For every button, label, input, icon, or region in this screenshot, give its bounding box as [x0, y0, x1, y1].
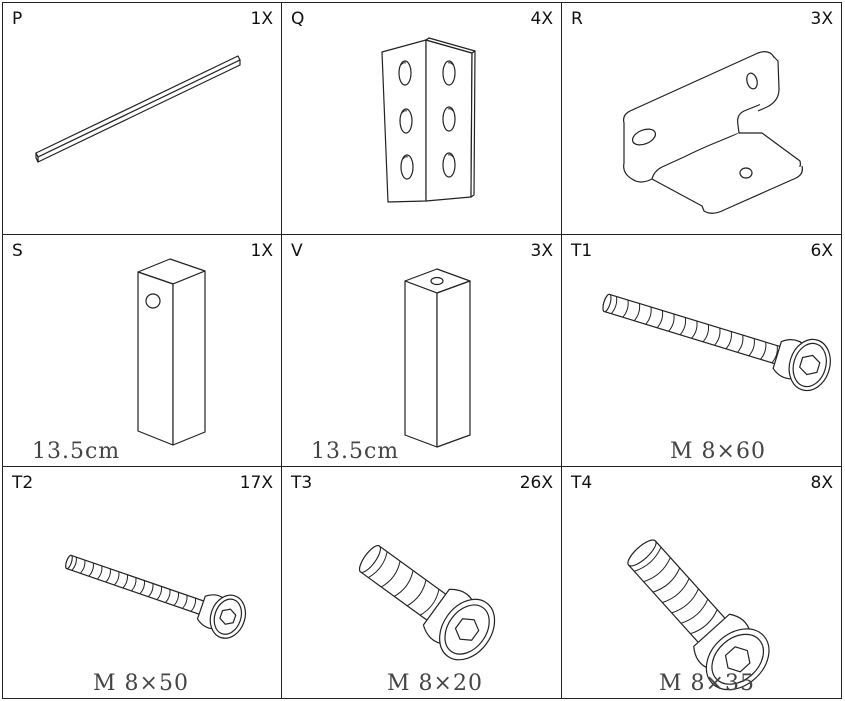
part-quantity: 8X: [810, 473, 833, 493]
part-letter: V: [291, 241, 303, 261]
part-cell-s: S 1X 13.5cm: [2, 235, 282, 467]
part-dimension: M 8×35: [659, 671, 755, 696]
part-dimension: 13.5cm: [32, 439, 121, 464]
part-letter: T4: [571, 473, 593, 493]
part-quantity: 1X: [250, 241, 273, 261]
bolt-icon: [562, 235, 842, 467]
part-cell-v: V 3X 13.5cm: [282, 235, 562, 467]
part-quantity: 1X: [250, 9, 273, 29]
part-letter: Q: [291, 9, 305, 29]
bolt-icon: [562, 467, 842, 699]
part-letter: S: [12, 241, 23, 261]
part-dimension: M 8×60: [670, 439, 766, 464]
part-letter: T1: [571, 241, 593, 261]
part-cell-q: Q 4X: [282, 2, 562, 235]
part-cell-t3: T3 26X M 8×20: [282, 467, 562, 699]
part-dimension: M 8×50: [93, 671, 189, 696]
part-quantity: 3X: [810, 9, 833, 29]
part-dimension: 13.5cm: [311, 439, 400, 464]
part-quantity: 17X: [239, 473, 273, 493]
part-letter: T3: [291, 473, 313, 493]
part-cell-t4: T4 8X M 8×35: [562, 467, 842, 699]
part-quantity: 3X: [530, 241, 553, 261]
part-cell-p: P 1X: [2, 2, 282, 235]
bolt-icon: [3, 467, 282, 699]
part-quantity: 6X: [810, 241, 833, 261]
part-letter: R: [571, 9, 583, 29]
angle-bracket-icon: [282, 3, 562, 235]
part-cell-r: R 3X: [562, 2, 842, 235]
part-quantity: 26X: [519, 473, 553, 493]
part-quantity: 4X: [530, 9, 553, 29]
part-dimension: M 8×20: [387, 671, 483, 696]
short-post-icon: [282, 235, 562, 467]
part-cell-t2: T2 17X M 8×50: [2, 467, 282, 699]
corner-plate-icon: [562, 3, 842, 235]
part-letter: T2: [12, 473, 34, 493]
part-letter: P: [12, 9, 23, 29]
part-cell-t1: T1 6X M 8×60: [562, 235, 842, 467]
bolt-icon: [282, 467, 562, 699]
rod-icon: [3, 3, 282, 235]
square-post-icon: [3, 235, 282, 467]
